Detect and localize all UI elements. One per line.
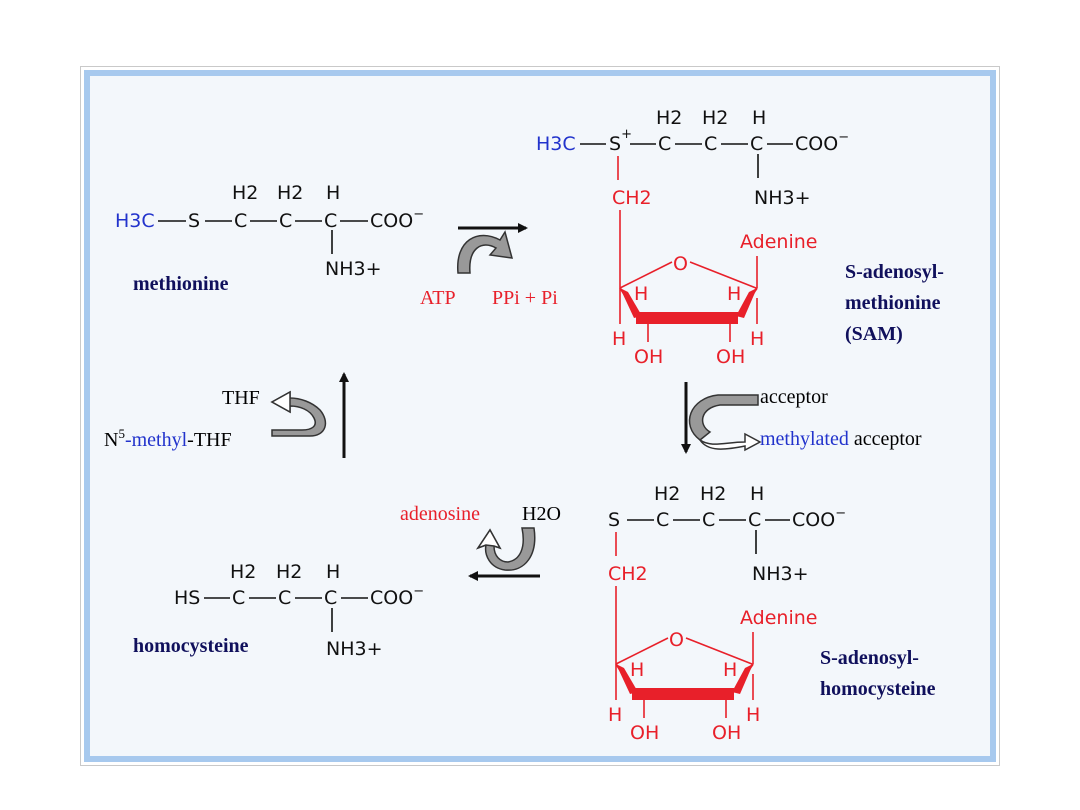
- methionine-h2a: H2: [232, 182, 258, 204]
- sah-structure: S C H2 C H2 C H COO− NH3+ CH2 Adenine O …: [608, 483, 846, 744]
- methionine-c2: C: [279, 210, 292, 232]
- sam-oh2: OH: [716, 346, 745, 368]
- sam-structure: H3C S+ C H2 C H2 C H COO− NH3+ CH2 Adeni…: [536, 107, 849, 368]
- methionine-structure: H3C S C H2 C H2 C H COO− NH3+: [115, 182, 424, 280]
- sam-ch2: CH2: [612, 187, 652, 209]
- homocysteine-name: homocysteine: [133, 635, 249, 657]
- methionine-name: methionine: [133, 273, 229, 295]
- sah-nh3: NH3+: [752, 563, 809, 585]
- sam-ring-h1: H: [634, 283, 648, 305]
- sah-ring-h4: H: [746, 704, 760, 726]
- homocysteine-nh3: NH3+: [326, 638, 383, 660]
- homocysteine-c2: C: [278, 587, 291, 609]
- n5-methyl-thf-label: N5-methyl-THF: [104, 426, 232, 451]
- acceptor-label: acceptor: [760, 386, 828, 408]
- sam-nh3: NH3+: [754, 187, 811, 209]
- sah-ring-o: O: [669, 629, 684, 651]
- h2o-label: H2O: [522, 503, 561, 525]
- methylated-acceptor-label: methylated acceptor: [760, 428, 922, 450]
- sam-coo: COO−: [795, 130, 849, 155]
- step4-arrow: [270, 372, 349, 458]
- sah-h2a: H2: [654, 483, 680, 505]
- sam-h: H: [752, 107, 766, 129]
- homocysteine-h2b: H2: [276, 561, 302, 583]
- sam-name-line1: S-adenosyl-: [845, 261, 944, 283]
- sam-ring-o: O: [673, 253, 688, 275]
- sah-c2: C: [702, 509, 715, 531]
- sam-ring-h2: H: [727, 283, 741, 305]
- sah-name-line1: S-adenosyl-: [820, 647, 919, 669]
- methionine-coo: COO−: [370, 207, 424, 232]
- homocysteine-coo: COO−: [370, 584, 424, 609]
- sah-oh1: OH: [630, 722, 659, 744]
- methionine-h2b: H2: [277, 182, 303, 204]
- homocysteine-hs: HS: [174, 587, 200, 609]
- sah-ring-h1: H: [630, 659, 644, 681]
- step3-arrow: [468, 527, 540, 581]
- sam-name-line3: (SAM): [845, 323, 903, 345]
- adenosine-label: adenosine: [400, 503, 480, 525]
- sam-h2b: H2: [702, 107, 728, 129]
- methionine-nh3: NH3+: [325, 258, 382, 280]
- sah-ring-h2: H: [723, 659, 737, 681]
- sam-c1: C: [658, 133, 671, 155]
- homocysteine-h: H: [326, 561, 340, 583]
- sah-oh2: OH: [712, 722, 741, 744]
- homocysteine-h2a: H2: [230, 561, 256, 583]
- sam-oh1: OH: [634, 346, 663, 368]
- methionine-h3c: H3C: [115, 210, 155, 232]
- sah-h2b: H2: [700, 483, 726, 505]
- methionine-c3: C: [324, 210, 337, 232]
- methionine-h: H: [326, 182, 340, 204]
- sah-name-line2: homocysteine: [820, 678, 936, 700]
- sam-c2: C: [704, 133, 717, 155]
- sah-adenine: Adenine: [740, 607, 817, 629]
- sah-c1: C: [656, 509, 669, 531]
- sam-c3: C: [750, 133, 763, 155]
- homocysteine-structure: HS C H2 C H2 C H COO− NH3+: [174, 561, 424, 660]
- methionine-s: S: [188, 210, 200, 232]
- atp-label: ATP: [420, 287, 456, 309]
- sah-s: S: [608, 509, 620, 531]
- sam-h2a: H2: [656, 107, 682, 129]
- sah-ring-h3: H: [608, 704, 622, 726]
- sah-ch2: CH2: [608, 563, 648, 585]
- sam-ring-h4: H: [750, 328, 764, 350]
- diagram-panel: [84, 70, 996, 762]
- step2-arrow: [681, 382, 762, 454]
- sam-h3c: H3C: [536, 133, 576, 155]
- sam-ring-h3: H: [612, 328, 626, 350]
- methionine-c1: C: [234, 210, 247, 232]
- step1-arrow: [457, 223, 528, 274]
- sah-coo: COO−: [792, 506, 846, 531]
- thf-label: THF: [222, 387, 260, 409]
- sah-h: H: [750, 483, 764, 505]
- sah-c3: C: [748, 509, 761, 531]
- sam-adenine: Adenine: [740, 231, 817, 253]
- ppi-pi-label: PPi + Pi: [492, 287, 558, 309]
- sam-s: S+: [609, 127, 632, 155]
- homocysteine-c1: C: [232, 587, 245, 609]
- sam-name-line2: methionine: [845, 292, 941, 314]
- homocysteine-c3: C: [324, 587, 337, 609]
